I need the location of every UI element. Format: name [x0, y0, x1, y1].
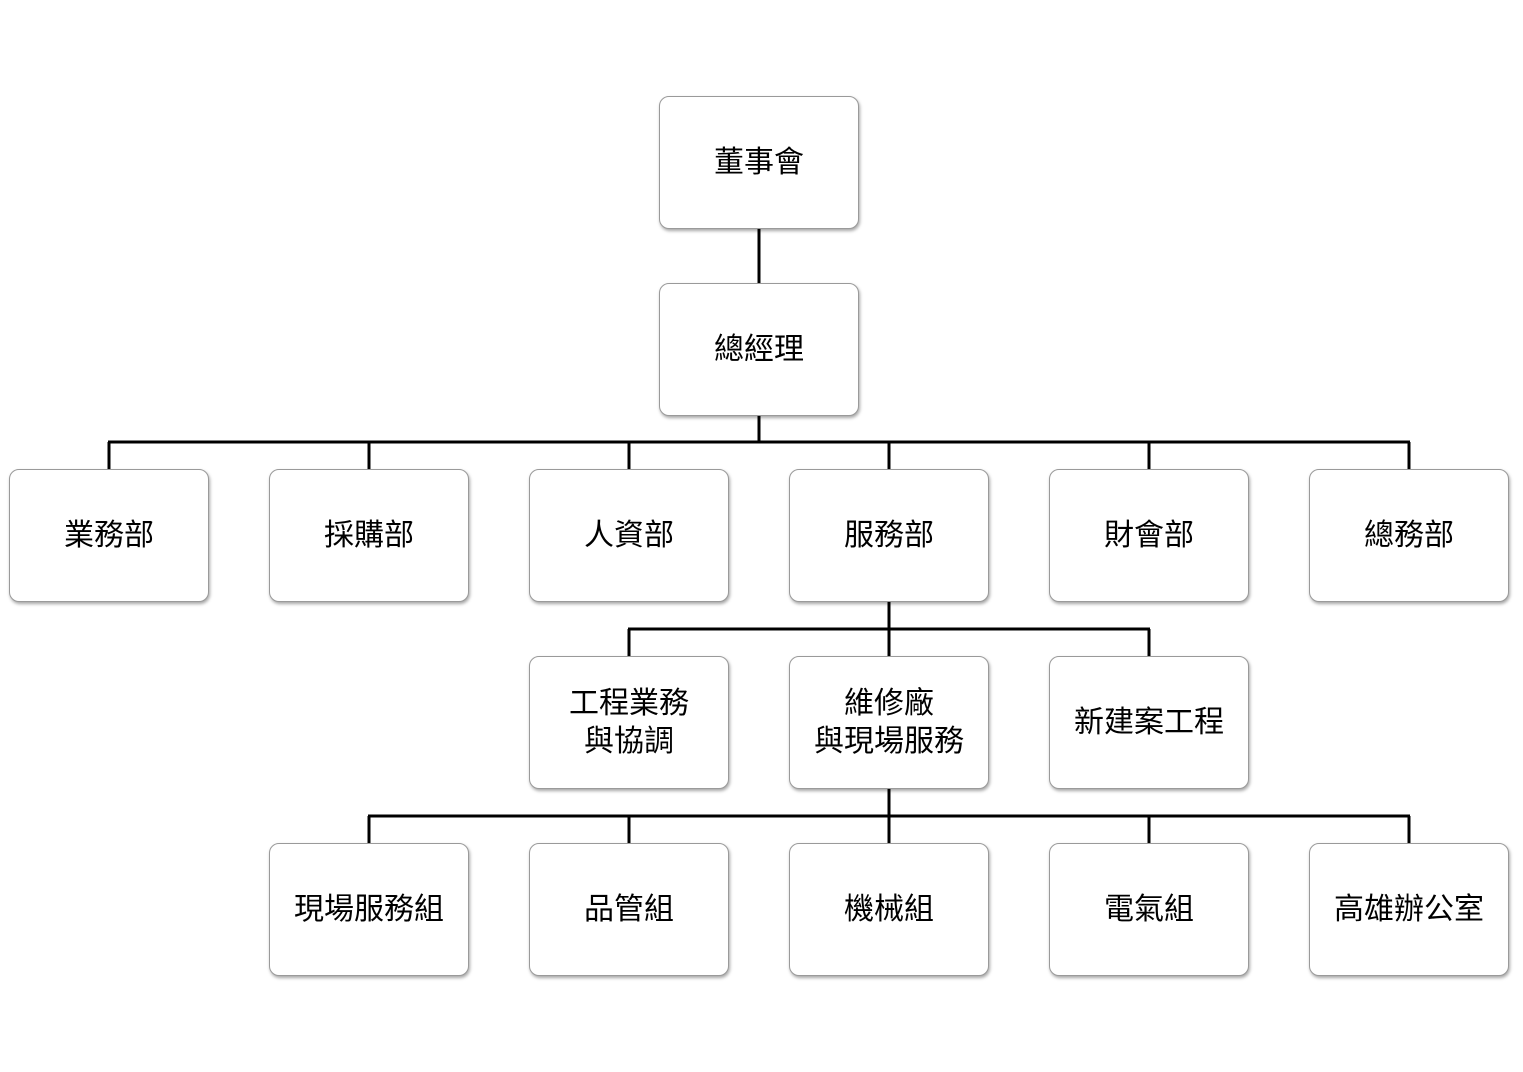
node-qc-group: 品管組	[529, 843, 729, 976]
node-general-manager: 總經理	[659, 283, 859, 416]
node-finance-dept: 財會部	[1049, 469, 1249, 602]
node-board: 董事會	[659, 96, 859, 229]
node-general-affairs-dept: 總務部	[1309, 469, 1509, 602]
node-hr-dept: 人資部	[529, 469, 729, 602]
node-engineering-coordination: 工程業務 與協調	[529, 656, 729, 789]
node-field-service-group: 現場服務組	[269, 843, 469, 976]
node-sales-dept: 業務部	[9, 469, 209, 602]
node-purchasing-dept: 採購部	[269, 469, 469, 602]
node-repair-field-service: 維修廠 與現場服務	[789, 656, 989, 789]
node-electrical-group: 電氣組	[1049, 843, 1249, 976]
node-service-dept: 服務部	[789, 469, 989, 602]
node-mechanical-group: 機械組	[789, 843, 989, 976]
node-new-construction: 新建案工程	[1049, 656, 1249, 789]
node-kaohsiung-office: 高雄辦公室	[1309, 843, 1509, 976]
